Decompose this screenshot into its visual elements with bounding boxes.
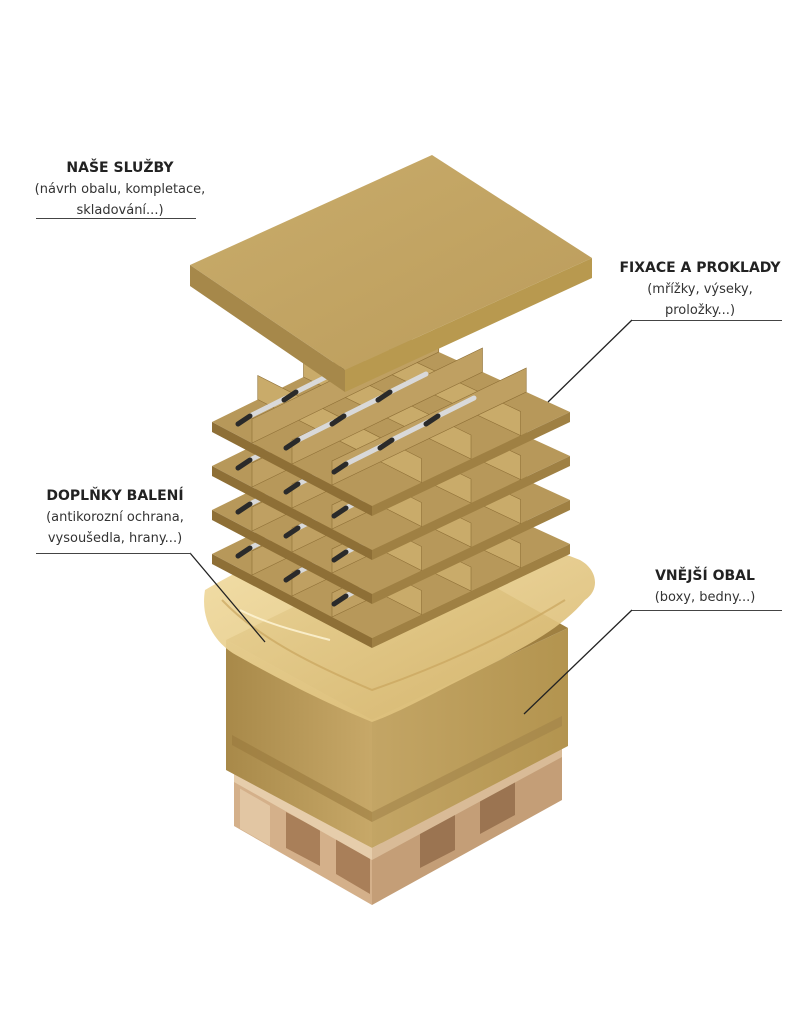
pallet bbox=[234, 745, 562, 905]
label-services: NAŠE SLUŽBY (návrh obalu, kompletace, sk… bbox=[20, 158, 220, 221]
label-services-rule bbox=[36, 218, 196, 219]
lid bbox=[190, 155, 592, 392]
leader-outer bbox=[523, 609, 633, 715]
label-fixation-line2: proložky...) bbox=[664, 303, 736, 318]
leader-accessories bbox=[189, 552, 266, 643]
leader-lines bbox=[189, 319, 633, 715]
label-accessories-rule bbox=[36, 553, 191, 554]
label-outer-rule bbox=[632, 610, 782, 611]
label-fixation: FIXACE A PROKLADY (mřížky, výseky, prolo… bbox=[610, 258, 790, 321]
label-accessories: DOPLŇKY BALENÍ (antikorozní ochrana, vys… bbox=[20, 486, 210, 549]
divider-layer bbox=[212, 327, 570, 516]
label-fixation-title: FIXACE A PROKLADY bbox=[619, 260, 781, 276]
label-fixation-rule bbox=[632, 320, 782, 321]
label-outer: VNĚJŠÍ OBAL (boxy, bedny...) bbox=[625, 566, 785, 608]
label-accessories-title: DOPLŇKY BALENÍ bbox=[46, 488, 184, 504]
label-services-title: NAŠE SLUŽBY bbox=[66, 160, 174, 176]
label-fixation-line1: (mřížky, výseky, bbox=[647, 282, 753, 297]
label-accessories-line1: (antikorozní ochrana, bbox=[46, 510, 184, 525]
label-accessories-line2: vysoušedla, hrany...) bbox=[47, 531, 183, 546]
label-outer-line1: (boxy, bedny...) bbox=[654, 590, 756, 605]
label-services-line1: (návrh obalu, kompletace, bbox=[34, 182, 206, 197]
label-outer-title: VNĚJŠÍ OBAL bbox=[655, 568, 755, 584]
label-services-line2: skladování...) bbox=[76, 203, 164, 218]
divider-inserts bbox=[212, 327, 570, 648]
leader-fixation bbox=[547, 319, 633, 403]
